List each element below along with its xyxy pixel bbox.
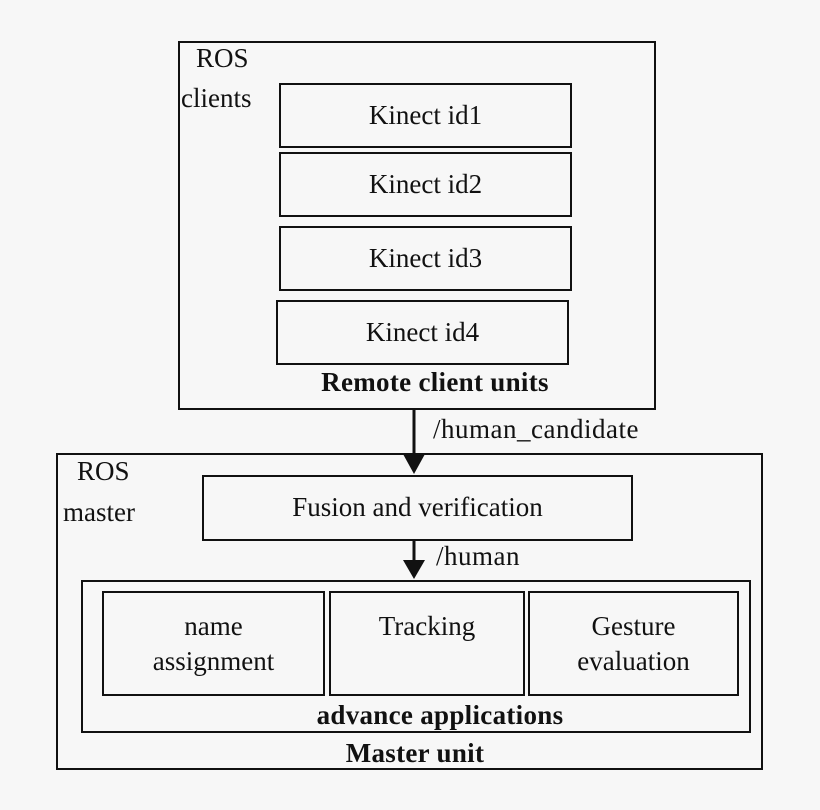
human-edge-label: /human <box>436 541 520 571</box>
advance-applications-caption: advance applications <box>316 700 564 730</box>
master-unit-caption: Master unit <box>345 738 485 768</box>
ros-clients-label-line2: clients <box>181 83 252 113</box>
kinect-node-2-label: Kinect id2 <box>368 168 483 199</box>
kinect-node-3-label: Kinect id3 <box>368 242 483 273</box>
kinect-node-3: Kinect id3 <box>279 226 572 291</box>
name-assignment-label: name assignment <box>152 611 275 677</box>
kinect-node-4-label: Kinect id4 <box>365 316 480 347</box>
ros-master-label-line2: master <box>63 497 135 527</box>
kinect-node-4: Kinect id4 <box>276 300 569 365</box>
ros-clients-label-line1: ROS <box>196 43 249 73</box>
gesture-evaluation-node: Gesture evaluation <box>528 591 739 696</box>
ros-clients-box <box>178 41 656 410</box>
advance-applications-box <box>81 580 751 733</box>
human-candidate-edge-label: /human_candidate <box>433 414 639 444</box>
kinect-node-1-label: Kinect id1 <box>368 99 483 130</box>
fusion-verification-label: Fusion and verification <box>292 492 543 523</box>
kinect-node-2: Kinect id2 <box>279 152 572 217</box>
gesture-evaluation-label: Gesture evaluation <box>577 611 690 677</box>
tracking-label: Tracking <box>378 611 476 641</box>
fusion-verification-node: Fusion and verification <box>202 475 633 541</box>
remote-client-units-caption: Remote client units <box>321 367 549 397</box>
tracking-node: Tracking <box>329 591 525 696</box>
name-assignment-node: name assignment <box>102 591 325 696</box>
ros-master-label-line1: ROS <box>77 456 130 486</box>
kinect-node-1: Kinect id1 <box>279 83 572 148</box>
